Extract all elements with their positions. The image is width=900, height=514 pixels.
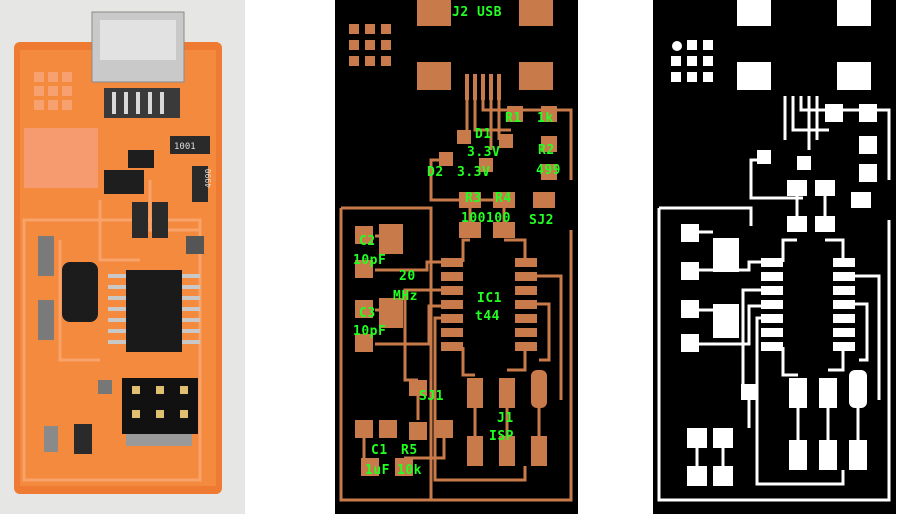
label-r3-r4-values: 100100 xyxy=(461,211,511,226)
label-j2-usb: J2 USB xyxy=(452,5,502,20)
label-ic1: IC1 xyxy=(477,291,502,306)
diode-d1 xyxy=(128,150,154,168)
ic1-attiny44 xyxy=(126,270,182,352)
resistor-r4 xyxy=(152,202,168,238)
resistor-r1 xyxy=(170,136,210,154)
label-c1: C1 xyxy=(371,443,388,458)
label-r3: R3 xyxy=(465,191,482,206)
capacitor-c1 xyxy=(44,426,58,452)
label-ic1-value: t44 xyxy=(475,309,500,324)
resistor-marking-1: 1001 xyxy=(174,142,196,152)
pcb-photo-drawing: 1001 4990 xyxy=(0,0,245,514)
capacitor-c2 xyxy=(38,236,54,276)
label-c3: C3 xyxy=(359,306,376,321)
label-j1-value: ISP xyxy=(489,429,514,444)
label-sj2: SJ2 xyxy=(529,213,554,228)
jumper-sj2 xyxy=(186,236,204,254)
milling-mask xyxy=(653,0,896,514)
crystal-20mhz xyxy=(62,262,98,322)
label-r1-value: 1k xyxy=(537,111,554,126)
usb-shield-pad xyxy=(24,128,98,188)
label-d1-value: 3.3V xyxy=(467,145,501,160)
label-j1: J1 xyxy=(497,411,514,426)
resistor-r3 xyxy=(132,202,148,238)
label-crystal: 20 xyxy=(399,269,416,284)
resistor-r5 xyxy=(74,424,92,454)
label-d1: D1 xyxy=(475,127,492,142)
milling-mask-drawing xyxy=(657,0,891,502)
jumper-sj1 xyxy=(98,380,112,394)
resistor-r2 xyxy=(192,166,208,202)
label-r1: R1 xyxy=(505,111,522,126)
label-crystal-unit: MHz xyxy=(393,289,418,304)
label-r2: R2 xyxy=(538,143,555,158)
label-c3-value: 10pF xyxy=(353,324,387,339)
label-r5-value: 10k xyxy=(397,463,422,478)
label-c2: C2 xyxy=(359,234,376,249)
label-r2-value: 499 xyxy=(536,163,561,178)
pcb-layout: J2 USB R1 1k D1 3.3V R2 D2 3.3V 499 R3 R… xyxy=(335,0,578,514)
label-r4: R4 xyxy=(495,191,512,206)
label-r5: R5 xyxy=(401,443,418,458)
label-d2: D2 xyxy=(427,165,444,180)
resistor-marking-2: 4990 xyxy=(204,169,213,188)
label-d2-value: 3.3V xyxy=(457,165,491,180)
label-c2-value: 10pF xyxy=(353,253,387,268)
capacitor-c3 xyxy=(38,300,54,340)
diode-d2 xyxy=(104,170,144,194)
pcb-photo: 1001 4990 xyxy=(0,0,245,514)
pcb-layout-drawing xyxy=(339,0,573,502)
label-c1-value: 1uF xyxy=(365,463,390,478)
label-sj1: SJ1 xyxy=(419,389,444,404)
